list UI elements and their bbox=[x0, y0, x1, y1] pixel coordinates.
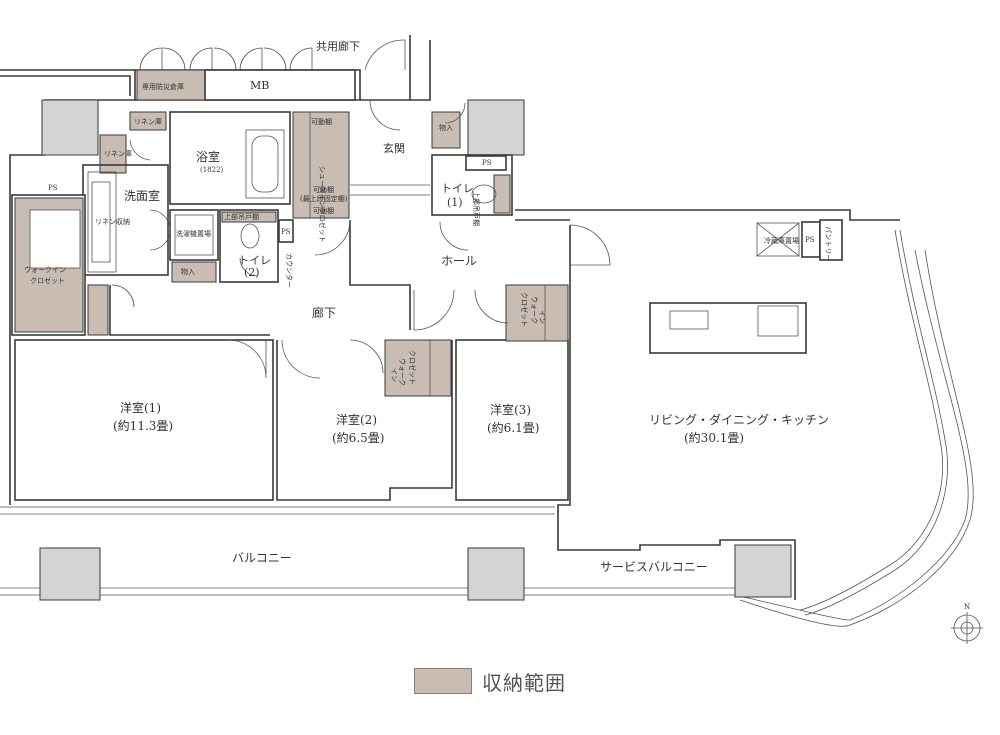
walkin3-label-b: イン bbox=[538, 310, 546, 324]
western2-label: 洋室(2) bbox=[336, 412, 377, 427]
walkin3-label-c: クロゼット bbox=[520, 292, 529, 327]
counter-label: カウンター bbox=[285, 253, 294, 288]
western1-size: (約11.3畳) bbox=[113, 418, 173, 433]
walkin2-label-a: ウォーク bbox=[398, 358, 406, 386]
toilet2-label: トイレ bbox=[238, 254, 271, 267]
service-balcony-label: サービスバルコニー bbox=[600, 560, 708, 574]
hall-label: ホール bbox=[441, 254, 477, 268]
western2-size: (約6.5畳) bbox=[332, 430, 384, 445]
pantry-label: パントリー bbox=[824, 226, 832, 261]
column-nw bbox=[41, 99, 99, 156]
laundry-label: 洗濯機置場 bbox=[176, 229, 211, 238]
entrance-label: 玄関 bbox=[383, 141, 405, 155]
western3-size: (約6.1畳) bbox=[487, 420, 539, 435]
shoe-closet-label: シューズインクロゼット bbox=[318, 166, 327, 243]
common-corridor-label: 共用廊下 bbox=[316, 39, 360, 53]
upper-shelf-label-1: 上部吊戸棚 bbox=[224, 212, 259, 221]
upper-shelf-label-2: 上部吊戸棚 bbox=[472, 191, 481, 226]
interior-doors bbox=[111, 99, 611, 379]
walkin1-label-b: クロゼット bbox=[30, 276, 65, 285]
balcony-label: バルコニー bbox=[232, 551, 292, 565]
walkin1-label-a: ウォークイン bbox=[24, 266, 66, 274]
entrance-storage-label: 物入 bbox=[439, 123, 453, 132]
linen-label-2: リネン庫 bbox=[104, 149, 132, 158]
column-sw bbox=[39, 547, 101, 601]
storage-legend-label: 収納範囲 bbox=[482, 671, 566, 695]
compass-north-label: N bbox=[964, 603, 970, 611]
toilet1-num: (1) bbox=[447, 196, 463, 209]
room-walls bbox=[11, 69, 843, 501]
linen-shelf-label: リネン収納 bbox=[95, 217, 130, 226]
walkin2-label-b: イン bbox=[390, 368, 398, 382]
western1-label: 洋室(1) bbox=[120, 400, 161, 415]
shelf-mid-label: 可動棚 bbox=[313, 185, 334, 194]
column-s bbox=[467, 547, 525, 601]
top-windows bbox=[139, 39, 406, 71]
ps-label-1: PS bbox=[48, 184, 58, 192]
walkin2-label-c: クロゼット bbox=[408, 350, 417, 385]
disaster-storage-label: 専用防災倉庫 bbox=[142, 82, 184, 91]
column-se bbox=[734, 544, 792, 598]
compass: N bbox=[951, 603, 983, 644]
bathroom-label: 浴室 bbox=[196, 149, 220, 164]
walkin3-label-a: ウォーク bbox=[530, 296, 538, 324]
bathroom-size: (1822) bbox=[200, 166, 224, 174]
ps-label-3: PS bbox=[281, 228, 291, 236]
shelf-bottom-label: 可動棚 bbox=[313, 206, 334, 215]
washroom-label: 洗面室 bbox=[124, 188, 160, 203]
corridor-label: 廊下 bbox=[312, 305, 336, 320]
outer-walls bbox=[0, 35, 974, 627]
storage-wash-label: 物入 bbox=[181, 267, 195, 276]
storage-legend-swatch bbox=[414, 668, 472, 694]
column-ne bbox=[467, 99, 525, 156]
ps-label-4: PS bbox=[805, 236, 815, 244]
room-labels: 共用廊下 専用防災倉庫 MB リネン庫 リネン庫 浴室 (1822) 可動棚 シ… bbox=[24, 39, 832, 574]
western3-label: 洋室(3) bbox=[490, 402, 531, 417]
toilet1-label: トイレ bbox=[441, 182, 474, 195]
shelf-top-label: 可動棚 bbox=[311, 117, 332, 126]
ldk-label: リビング・ダイニング・キッチン bbox=[649, 412, 829, 427]
ps-label-2: PS bbox=[482, 159, 492, 167]
linen-label-1: リネン庫 bbox=[134, 117, 162, 126]
toilet2-num: (2) bbox=[244, 266, 260, 279]
mb-label: MB bbox=[250, 79, 269, 92]
ldk-size: (約30.1畳) bbox=[684, 430, 744, 445]
shelf-fixed-label: (最上段固定棚) bbox=[300, 194, 348, 203]
fridge-label: 冷蔵庫置場 bbox=[764, 236, 799, 245]
